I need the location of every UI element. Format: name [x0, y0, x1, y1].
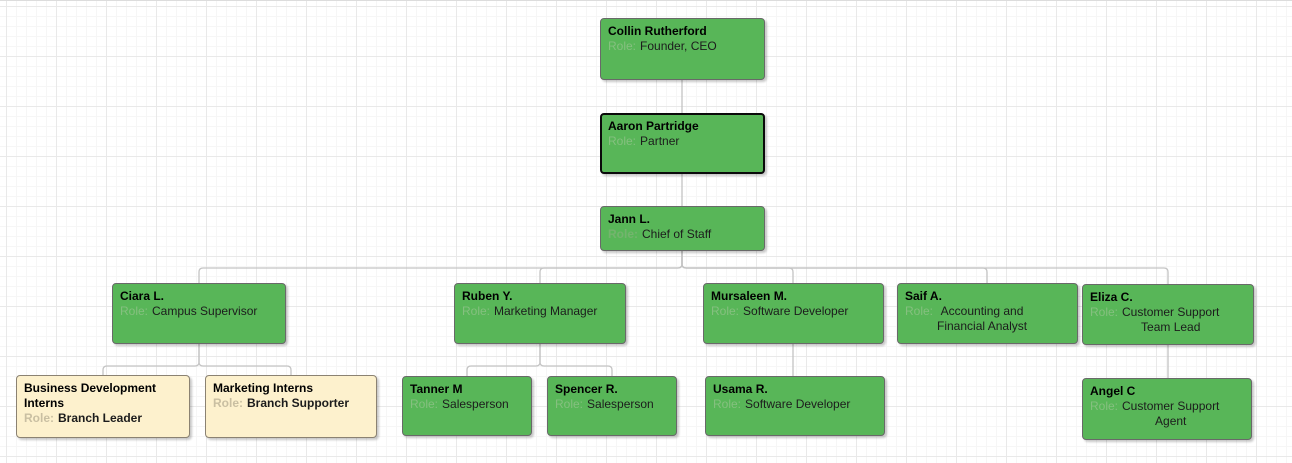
role-value: Founder, CEO: [640, 39, 717, 53]
role-value: Marketing Manager: [494, 304, 598, 318]
node-role: Role:Software Developer: [711, 304, 876, 319]
role-label: Role:: [462, 304, 491, 318]
node-role: Role: Chief of Staff: [608, 227, 757, 242]
node-role: Role: Branch Supporter: [213, 396, 369, 411]
org-node-collin-rutherford[interactable]: Collin Rutherford Role:Founder, CEO: [600, 18, 765, 80]
org-node-marketing-interns[interactable]: Marketing Interns Role: Branch Supporter: [205, 375, 377, 438]
org-node-eliza-c[interactable]: Eliza C. Role:Customer Support Team Lead: [1082, 284, 1254, 345]
role-label: Role:: [410, 397, 439, 411]
node-name: Ruben Y.: [462, 289, 513, 303]
node-name: Mursaleen M.: [711, 289, 788, 303]
org-node-mursaleen-m[interactable]: Mursaleen M. Role:Software Developer: [703, 283, 884, 344]
role-label: Role:: [608, 134, 637, 148]
role-label: Role:: [120, 304, 149, 318]
node-name: Ciara L.: [120, 289, 165, 303]
node-role: Role:Customer Support Agent: [1090, 399, 1244, 429]
role-value: Branch Supporter: [247, 396, 350, 410]
role-label: Role:: [213, 396, 243, 410]
node-role: Role: Branch Leader: [24, 411, 182, 426]
role-label: Role:: [1090, 305, 1119, 319]
node-role: Role:Marketing Manager: [462, 304, 618, 319]
role-label: Role:: [608, 227, 638, 241]
node-name: Aaron Partridge: [608, 119, 699, 133]
node-name: Collin Rutherford: [608, 24, 707, 38]
node-role: Role:Founder, CEO: [608, 39, 757, 54]
node-role: Role:Customer Support Team Lead: [1090, 305, 1246, 335]
node-name: Business Development Interns: [24, 381, 157, 410]
role-value: Campus Supervisor: [152, 304, 258, 318]
connector-jann-to-ciara[interactable]: [198, 251, 683, 283]
role-label: Role:: [608, 39, 637, 53]
node-role: Role:Salesperson: [410, 397, 524, 412]
connector-ruben-to-spencer[interactable]: [539, 344, 613, 376]
org-node-ciara-l[interactable]: Ciara L. Role:Campus Supervisor: [112, 283, 286, 344]
connector-jann-to-saif[interactable]: [681, 251, 988, 283]
role-value: Branch Leader: [58, 411, 143, 425]
org-node-tanner-m[interactable]: Tanner M Role:Salesperson: [402, 376, 532, 436]
role-value: Software Developer: [743, 304, 849, 318]
connector-jann-to-mursaleen[interactable]: [681, 251, 794, 283]
connector-jann-to-ruben[interactable]: [539, 251, 683, 283]
node-role: Role:Software Developer: [713, 397, 877, 412]
role-value: Chief of Staff: [642, 227, 712, 241]
role-label: Role:: [713, 397, 742, 411]
node-name: Spencer R.: [555, 382, 618, 396]
org-node-angel-c[interactable]: Angel C Role:Customer Support Agent: [1082, 378, 1252, 440]
role-label: Role:: [1090, 399, 1119, 413]
role-value: Customer Support Team Lead: [1122, 305, 1220, 334]
role-label: Role:: [24, 411, 54, 425]
connector-ciara-to-bdi[interactable]: [102, 344, 200, 375]
org-node-aaron-partridge[interactable]: Aaron Partridge Role:Partner: [600, 113, 765, 174]
node-name: Angel C: [1090, 384, 1136, 398]
org-node-business-development-interns[interactable]: Business Development Interns Role: Branch…: [16, 375, 190, 438]
org-node-saif-a[interactable]: Saif A. Role:Accounting and Financial An…: [897, 283, 1078, 344]
node-name: Tanner M: [410, 382, 463, 396]
node-name: Marketing Interns: [213, 381, 314, 395]
org-node-spencer-r[interactable]: Spencer R. Role:Salesperson: [547, 376, 677, 436]
role-value: Partner: [640, 134, 680, 148]
role-label: Role:: [555, 397, 584, 411]
role-label: Role:: [711, 304, 740, 318]
org-node-ruben-y[interactable]: Ruben Y. Role:Marketing Manager: [454, 283, 626, 344]
node-name: Saif A.: [905, 289, 942, 303]
node-role: Role:Partner: [608, 134, 757, 149]
org-node-usama-r[interactable]: Usama R. Role:Software Developer: [705, 376, 885, 436]
node-role: Role:Campus Supervisor: [120, 304, 278, 319]
node-name: Eliza C.: [1090, 290, 1133, 304]
node-name: Jann L.: [608, 212, 651, 226]
role-label: Role:: [905, 304, 934, 318]
role-value: Salesperson: [587, 397, 654, 411]
connector-jann-to-eliza[interactable]: [681, 251, 1169, 284]
node-role: Role:Salesperson: [555, 397, 669, 412]
role-value: Salesperson: [442, 397, 509, 411]
role-value: Software Developer: [745, 397, 851, 411]
role-value: Accounting and Financial Analyst: [937, 304, 1028, 333]
org-node-jann-l[interactable]: Jann L. Role: Chief of Staff: [600, 206, 765, 251]
role-value: Customer Support Agent: [1122, 399, 1220, 428]
connector-ruben-to-tanner[interactable]: [466, 344, 541, 376]
node-name: Usama R.: [713, 382, 768, 396]
connector-ciara-to-marketing[interactable]: [198, 344, 292, 375]
node-role: Role:Accounting and Financial Analyst: [905, 304, 1070, 334]
